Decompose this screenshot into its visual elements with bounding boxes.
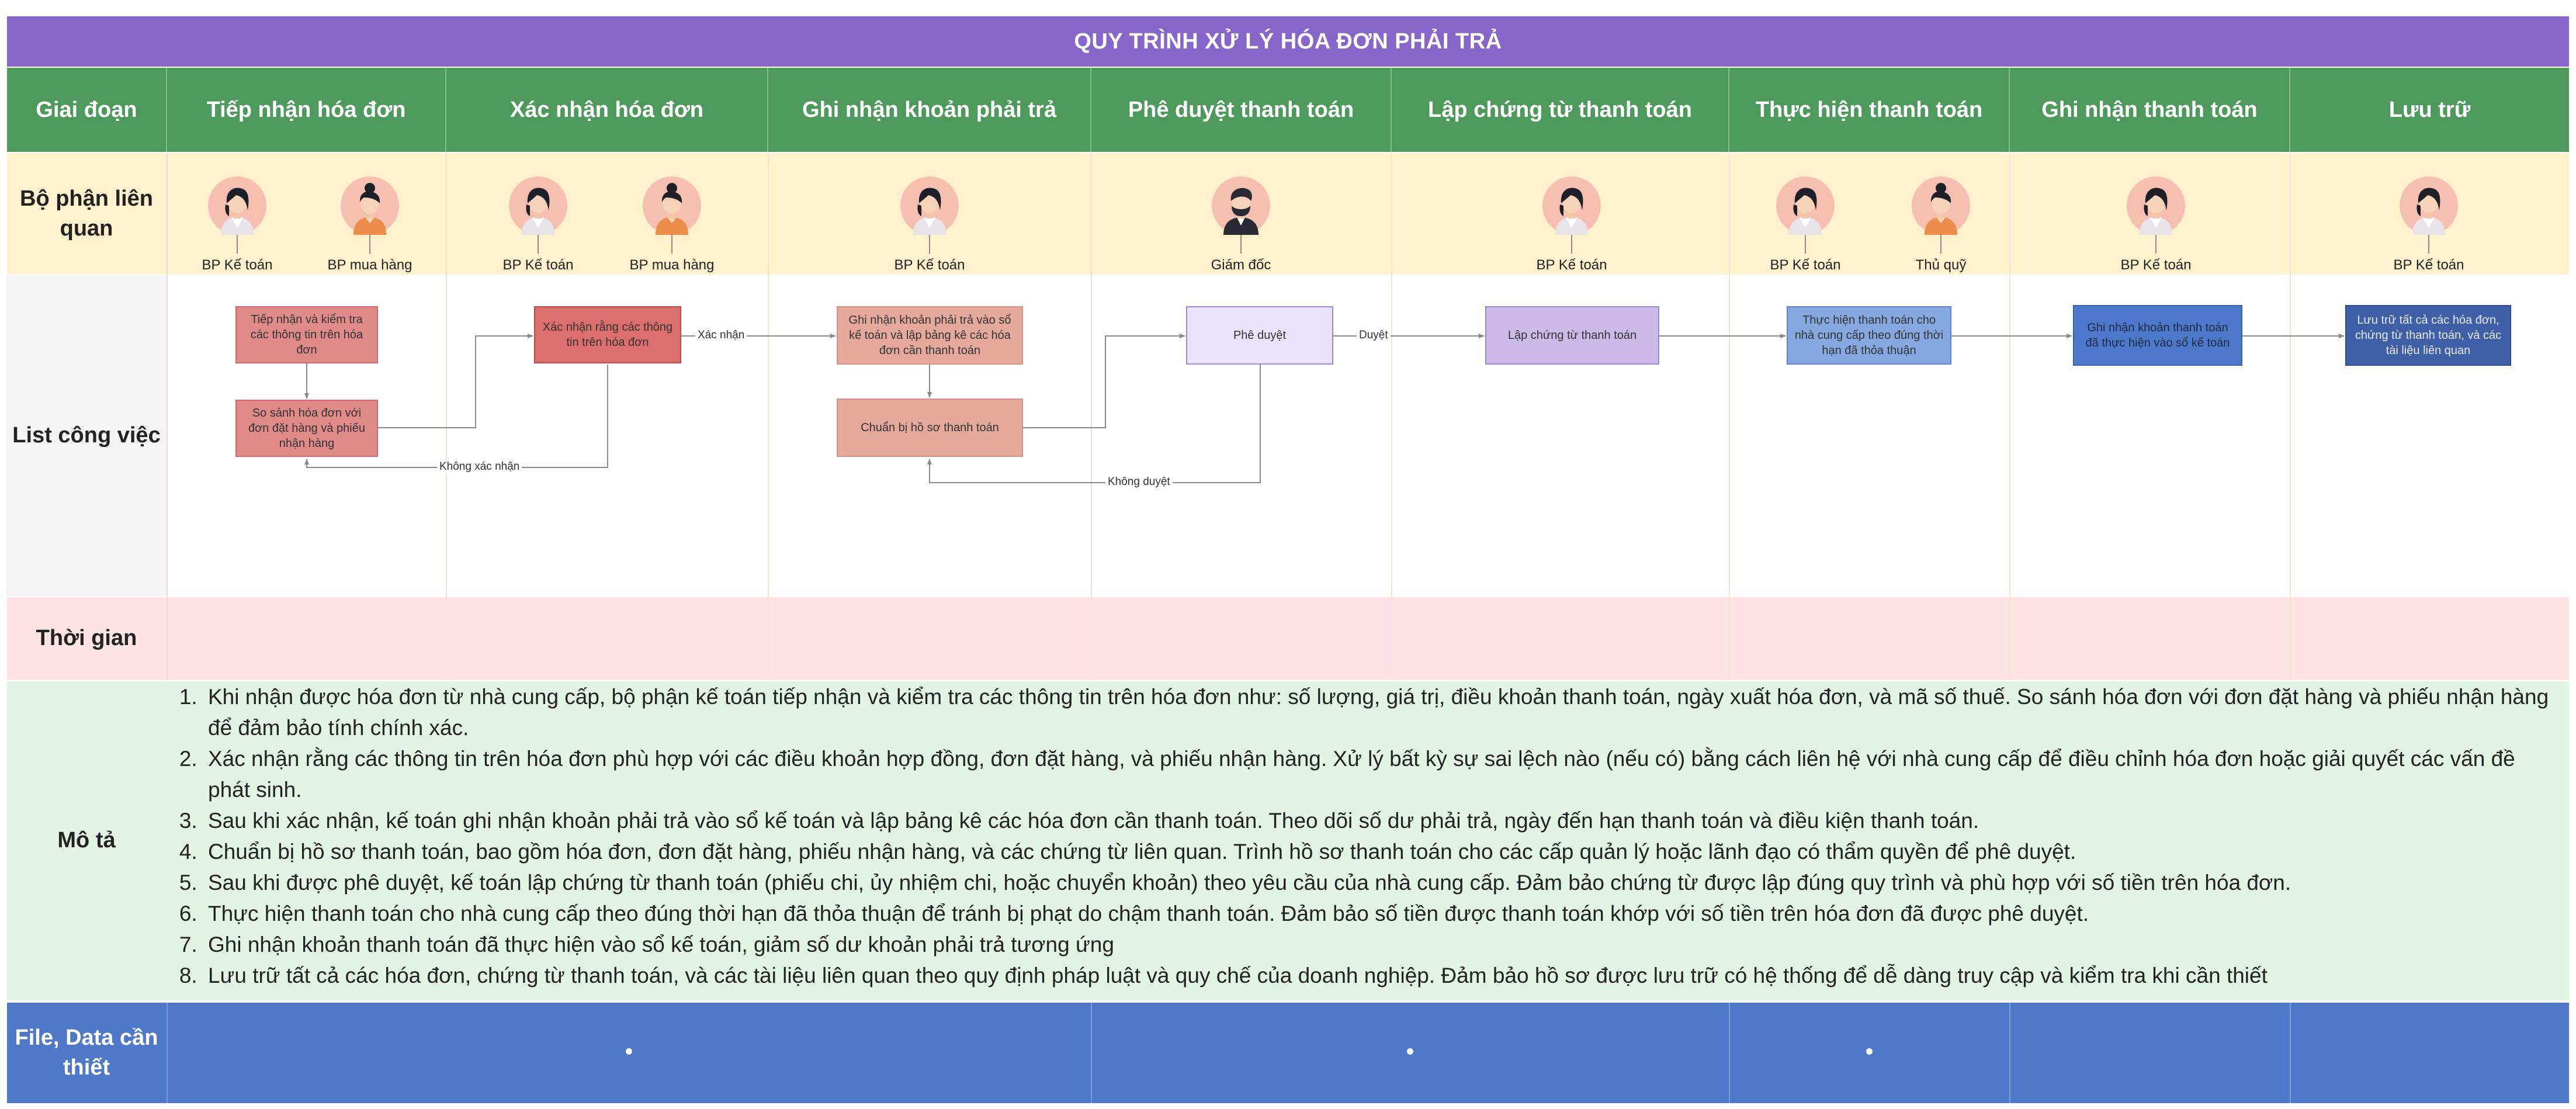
row-label-desc: Mô tả	[57, 828, 116, 853]
stage-header: Tiếp nhận hóa đơn	[167, 68, 446, 152]
task-box-prepare-docs: Chuẩn bị hồ sơ thanh toán	[837, 398, 1023, 457]
file-bullet	[626, 1048, 632, 1055]
description-item: Sau khi được phê duyệt, kế toán lập chứn…	[203, 867, 2560, 898]
task-box-confirm: Xác nhận rằng các thông tin trên hóa đơn	[534, 306, 681, 363]
task-box-receive-check: Tiếp nhận và kiểm tra các thông tin trên…	[235, 306, 378, 363]
task-box-execute-payment: Thực hiện thanh toán cho nhà cung cấp th…	[1787, 306, 1951, 365]
files-band	[7, 1003, 2569, 1103]
description-item: Thực hiện thanh toán cho nhà cung cấp th…	[203, 898, 2560, 929]
desc-band	[7, 681, 2569, 1000]
stage-header: Thực hiện thanh toán	[1729, 68, 2010, 152]
dept-label: Thủ quỹ	[1915, 257, 1967, 273]
stage-header: Phê duyệt thanh toán	[1091, 68, 1392, 152]
row-label-time: Thời gian	[36, 626, 137, 651]
description-list: Khi nhận được hóa đơn từ nhà cung cấp, b…	[176, 681, 2560, 991]
dept-label: BP Kế toán	[2393, 257, 2464, 273]
dept-label: BP Kế toán	[502, 257, 574, 273]
stage-header: Xác nhận hóa đơn	[446, 68, 768, 152]
description-item: Sau khi xác nhận, kế toán ghi nhận khoản…	[203, 805, 2560, 836]
description-item: Chuẩn bị hồ sơ thanh toán, bao gồm hóa đ…	[203, 836, 2560, 867]
task-box-record-payable: Ghi nhận khoản phải trả vào sổ kế toán v…	[837, 306, 1023, 365]
file-bullet	[1866, 1048, 1873, 1055]
dept-label: Giám đốc	[1211, 257, 1271, 273]
task-box-create-voucher: Lập chứng từ thanh toán	[1485, 306, 1659, 365]
dept-label: BP mua hàng	[327, 257, 412, 273]
dept-label: BP Kế toán	[1536, 257, 1607, 273]
task-box-approve: Phê duyệt	[1186, 306, 1333, 365]
dept-label: BP Kế toán	[202, 257, 273, 273]
edge-label-confirm: Xác nhận	[695, 329, 747, 342]
row-label-stage: Giai đoạn	[7, 68, 167, 152]
description-item: Khi nhận được hóa đơn từ nhà cung cấp, b…	[203, 681, 2560, 743]
task-box-compare: So sánh hóa đơn với đơn đặt hàng và phiế…	[235, 400, 378, 457]
task-box-record-payment: Ghi nhận khoản thanh toán đã thực hiện v…	[2073, 305, 2242, 366]
description-item: Lưu trữ tất cả các hóa đơn, chứng từ tha…	[203, 960, 2560, 991]
edge-label-not-approve: Không duyệt	[1105, 476, 1173, 488]
row-label-tasks: List công việc	[12, 423, 161, 448]
task-box-archive: Lưu trữ tất cả các hóa đơn, chứng từ tha…	[2345, 305, 2511, 366]
tasks-label-cell	[7, 276, 167, 596]
stage-header: Ghi nhận thanh toán	[2010, 68, 2290, 152]
description-item: Ghi nhận khoản thanh toán đã thực hiện v…	[203, 929, 2560, 960]
stage-header: Lưu trữ	[2290, 68, 2569, 152]
row-label-dept: Bộ phận liên quan	[20, 186, 153, 241]
file-bullet	[1407, 1048, 1413, 1055]
dept-label: BP Kế toán	[894, 257, 965, 273]
edge-label-approve: Duyệt	[1357, 329, 1391, 342]
stage-header: Lập chứng từ thanh toán	[1392, 68, 1729, 152]
row-label-files: File, Data cần thiết	[7, 1003, 166, 1103]
time-band	[7, 597, 2569, 680]
dept-label: BP mua hàng	[629, 257, 715, 273]
diagram-title: QUY TRÌNH XỬ LÝ HÓA ĐƠN PHẢI TRẢ	[7, 16, 2569, 67]
avatar-ticks	[237, 235, 2429, 254]
edge-label-not-confirm: Không xác nhận	[437, 460, 522, 473]
dept-label: BP Kế toán	[2120, 257, 2192, 273]
stage-header: Ghi nhận khoản phải trả	[768, 68, 1091, 152]
description-item: Xác nhận rằng các thông tin trên hóa đơn…	[203, 743, 2560, 805]
dept-label: BP Kế toán	[1770, 257, 1841, 273]
